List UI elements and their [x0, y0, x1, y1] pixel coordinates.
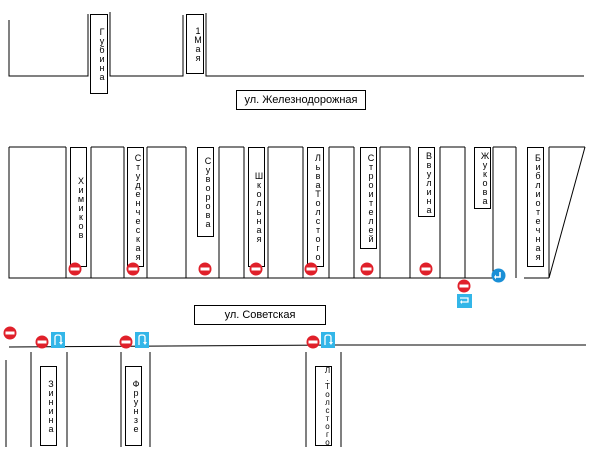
no-entry-icon	[119, 335, 133, 349]
u-turn-icon	[51, 332, 65, 348]
u-turn-icon	[457, 294, 472, 308]
street-label-shkolnaya: Школьная	[248, 147, 265, 267]
street-label-frunze: Фрунзе	[125, 366, 142, 446]
street-label-lva-tolstogo: ЛьваТолстого	[307, 147, 324, 267]
street-label-zheleznodorozhnaya: ул. Железнодорожная	[236, 90, 366, 110]
street-label-suvorova: Суворова	[197, 147, 214, 237]
street-label-studencheskaya: Студенческая	[127, 147, 144, 267]
no-entry-icon	[126, 262, 140, 276]
u-turn-icon	[321, 332, 335, 348]
no-entry-icon	[306, 335, 320, 349]
street-label-zhukova: Жукова	[474, 147, 491, 209]
no-entry-icon	[68, 262, 82, 276]
road-edge	[8, 344, 586, 348]
street-label-khimikov: Химиков	[70, 147, 87, 267]
road-edge	[109, 12, 184, 77]
street-label-bibliotechnaya: Библиотечная	[527, 147, 544, 267]
no-entry-icon	[457, 279, 471, 293]
street-label-stroiteley: Строителей	[360, 147, 377, 249]
road-edge	[548, 146, 586, 279]
turn-left-icon	[491, 268, 506, 283]
road-edge	[205, 13, 584, 77]
street-label-zinina: Зинина	[40, 366, 57, 446]
road-edge	[8, 14, 89, 77]
street-label-sovetskaya: ул. Советская	[194, 305, 326, 325]
no-entry-icon	[3, 326, 17, 340]
street-label-l-tolstogo: Л.Толстого	[315, 366, 332, 446]
road-edge	[8, 147, 498, 279]
no-entry-icon	[304, 262, 318, 276]
no-entry-icon	[198, 262, 212, 276]
no-entry-icon	[249, 262, 263, 276]
street-label-vvulina: Ввулина	[418, 147, 435, 217]
u-turn-icon	[135, 332, 149, 348]
no-entry-icon	[360, 262, 374, 276]
street-label-pervogo-maya: 1Мая	[186, 14, 204, 74]
street-label-gubina: Губина	[90, 14, 108, 94]
no-entry-icon	[419, 262, 433, 276]
no-entry-icon	[35, 335, 49, 349]
